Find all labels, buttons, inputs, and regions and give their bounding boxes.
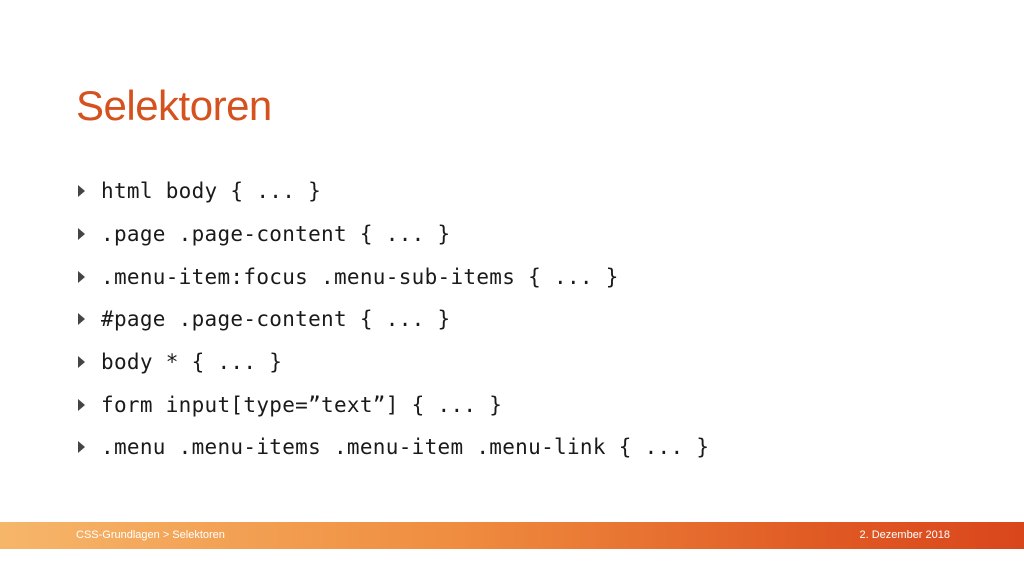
- slide-title: Selektoren: [76, 82, 272, 129]
- triangle-right-icon: [78, 228, 85, 241]
- bullet-code: body * { ... }: [101, 350, 283, 375]
- triangle-right-icon: [78, 270, 85, 283]
- footer-bar: CSS-Grundlagen > Selektoren 2. Dezember …: [0, 522, 1024, 549]
- bullet-code: .page .page-content { ... }: [101, 222, 451, 247]
- triangle-right-icon: [78, 356, 85, 369]
- bullet-code: .menu .menu-items .menu-item .menu-link …: [101, 435, 710, 460]
- triangle-right-icon: [78, 313, 85, 326]
- footer-date: 2. Dezember 2018: [859, 529, 951, 541]
- triangle-right-icon: [78, 185, 85, 198]
- triangle-right-icon: [78, 398, 85, 411]
- triangle-right-icon: [78, 441, 85, 454]
- bullet-code: .menu-item:focus .menu-sub-items { ... }: [101, 264, 619, 289]
- footer-breadcrumb: CSS-Grundlagen > Selektoren: [76, 529, 225, 541]
- bullet-code: #page .page-content { ... }: [101, 307, 451, 332]
- bullet-code: html body { ... }: [101, 179, 322, 204]
- bullet-code: form input[type=”text”] { ... }: [101, 392, 503, 417]
